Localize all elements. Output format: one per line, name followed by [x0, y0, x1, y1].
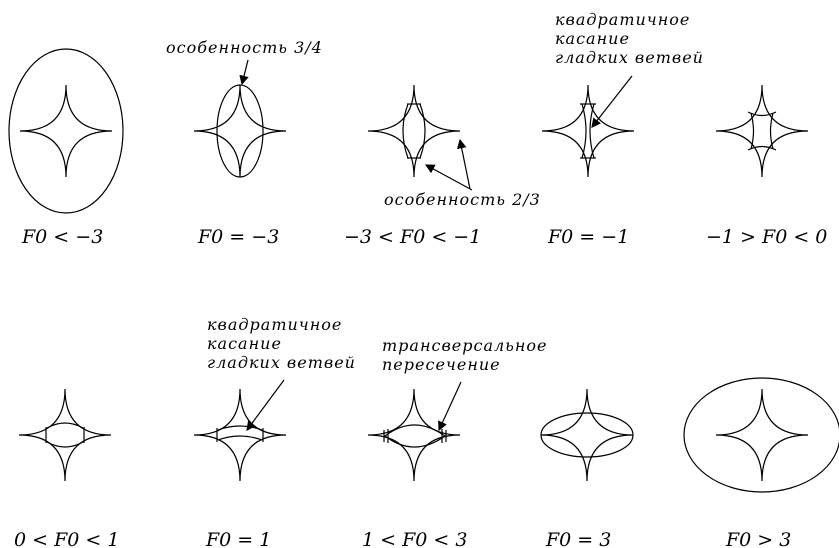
panel-10: F0 > 3: [683, 377, 839, 548]
panel-1: F0 < −3: [8, 48, 124, 248]
caption-9: F0 = 3: [545, 529, 611, 548]
inner-lens: [402, 103, 426, 159]
astroid: [367, 84, 461, 178]
annotation-quadratic-bottom-2: касание: [207, 334, 282, 353]
caption-4: F0 = −1: [547, 226, 629, 248]
arrow-3-4: [239, 59, 249, 86]
inner-oval: [540, 412, 634, 458]
astroid: [193, 388, 287, 482]
caption-6: 0 < F0 < 1: [14, 529, 119, 548]
panel-5: −1 > F0 < 0: [706, 84, 827, 248]
annotation-quadratic-top-2: касание: [555, 29, 630, 48]
arrow-2-3-a: [424, 164, 473, 191]
astroid: [193, 84, 287, 178]
inner-curves: [747, 111, 777, 151]
annotation-transversal-2: пересечение: [382, 355, 501, 374]
outer-oval: [683, 377, 839, 493]
panel-2: особенность 3/4 F0 = −3: [166, 38, 323, 248]
astroid: [715, 84, 809, 178]
caption-5: −1 > F0 < 0: [706, 226, 827, 248]
arrow-transversal: [438, 381, 462, 432]
astroid: [19, 84, 113, 178]
outer-oval: [8, 48, 124, 214]
caption-8: 1 < F0 < 3: [362, 529, 467, 548]
panel-3: особенность 2/3 −3 < F0 < −1: [344, 84, 541, 248]
astroid: [715, 388, 809, 482]
panel-8: трансверсальное пересечение 1 < F0 < 3: [362, 336, 548, 548]
panel-4: квадратичное касание гладких ветвей F0 =…: [541, 10, 704, 248]
astroid: [540, 388, 634, 482]
inner-curves: [45, 422, 85, 448]
annotation-singularity-3-4: особенность 3/4: [166, 38, 323, 57]
annotation-quadratic-top-3: гладких ветвей: [555, 48, 704, 67]
annotation-transversal-1: трансверсальное: [382, 336, 548, 355]
astroid: [541, 84, 635, 178]
inner-curves: [581, 103, 595, 159]
caption-10: F0 > 3: [725, 529, 791, 548]
inner-ticks: [383, 429, 447, 443]
panel-9: F0 = 3: [540, 388, 634, 548]
inner-oval: [216, 84, 264, 178]
annotation-quadratic-bottom-1: квадратичное: [207, 315, 342, 334]
arrow-quadratic-bottom: [246, 379, 285, 431]
annotation-quadratic-top-1: квадратичное: [555, 10, 690, 29]
panel-7: квадратичное касание гладких ветвей F0 =…: [193, 315, 356, 548]
astroid: [18, 388, 112, 482]
panel-6: 0 < F0 < 1: [14, 388, 119, 548]
arrow-2-3-b: [456, 138, 471, 190]
annotation-singularity-2-3: особенность 2/3: [384, 190, 541, 209]
inner-lens: [384, 424, 447, 448]
caption-2: F0 = −3: [197, 226, 279, 248]
inner-curves: [216, 425, 264, 442]
caption-3: −3 < F0 < −1: [344, 226, 481, 248]
arrow-quadratic-top: [591, 75, 633, 128]
caption-1: F0 < −3: [21, 226, 103, 248]
annotation-quadratic-bottom-3: гладких ветвей: [207, 353, 356, 372]
caption-7: F0 = 1: [205, 529, 271, 548]
